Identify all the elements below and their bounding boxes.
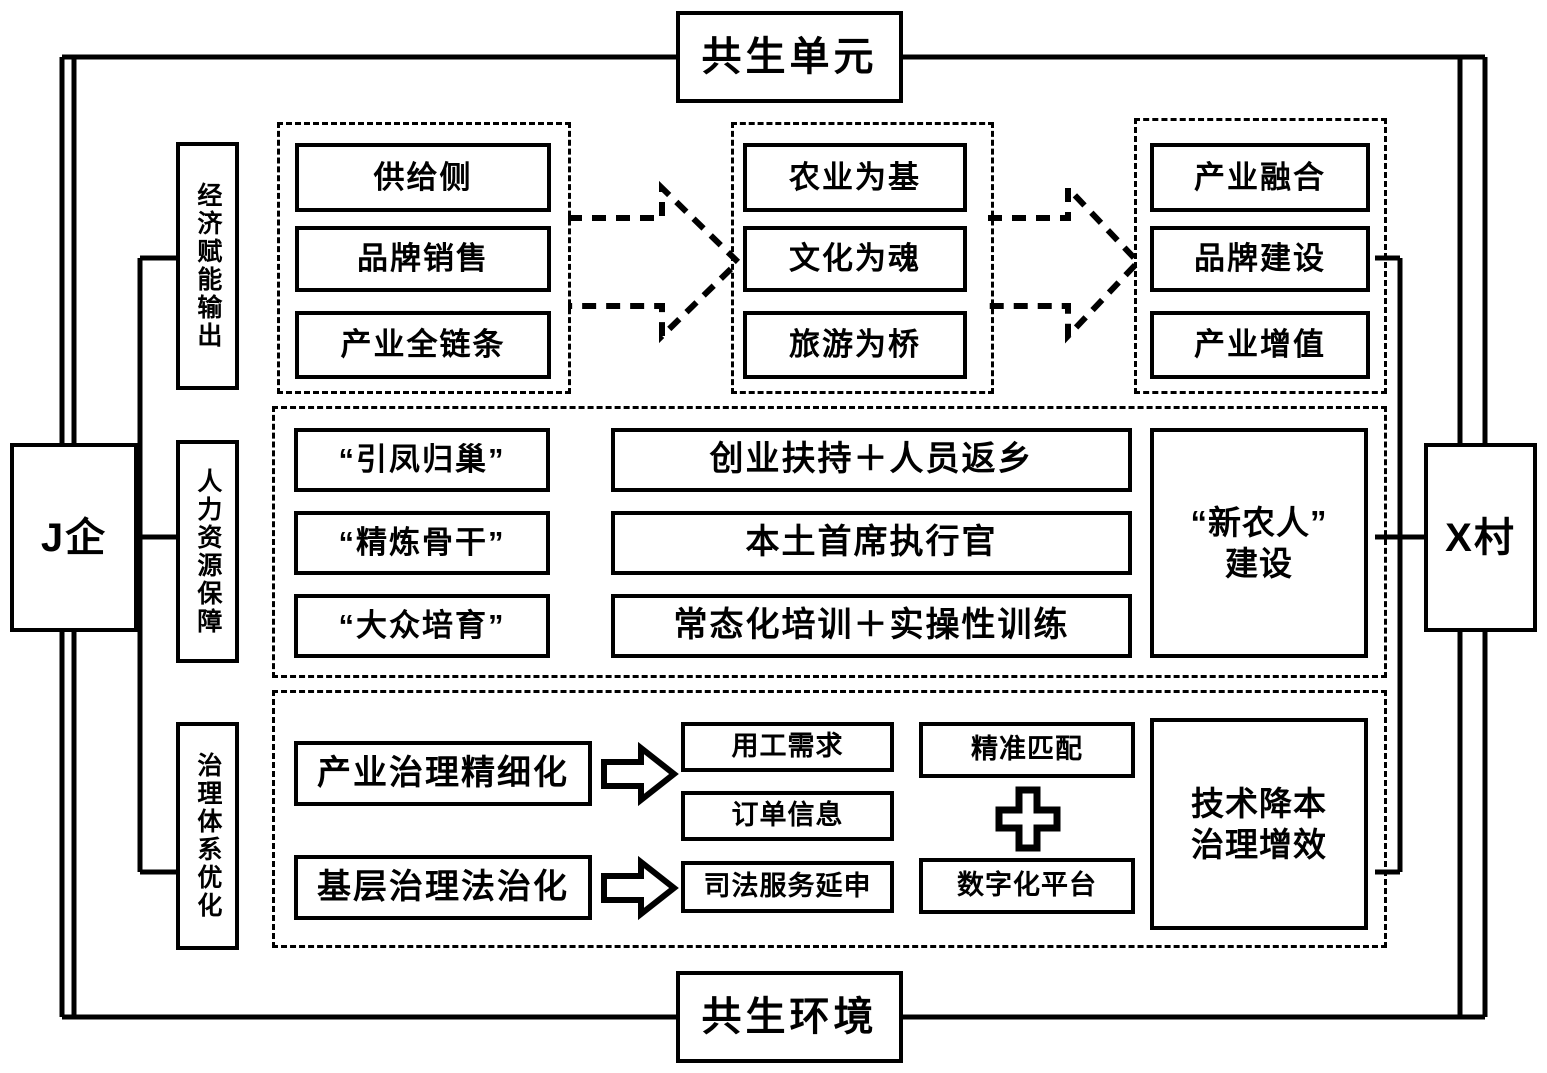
side-label-human-resource: 人力资源保障 [176,440,239,663]
side-label-economic-empowerment: 经济赋能输出 [176,142,239,390]
governance-plus-icon [995,786,1061,857]
governance-arrow-2-icon [601,855,679,921]
human-row-dashed-frame [272,406,1387,678]
human-outcome-new-farmer: “新农人” 建设 [1150,428,1368,658]
governance-col1-item-1: 基层治理法治化 [294,855,592,920]
side-label-governance-optimization: 治理体系优化 [176,722,239,950]
anchor-right-village: X村 [1424,443,1537,632]
economic-g2-item-1: 文化为魂 [743,226,967,292]
economic-group1-dashed-frame [277,122,571,394]
anchor-left-enterprise: J企 [10,443,138,632]
economic-g1-item-0: 供给侧 [295,143,551,212]
governance-arrow-1-icon [601,741,679,807]
economic-g3-item-1: 品牌建设 [1150,226,1370,292]
economic-g3-item-0: 产业融合 [1150,143,1370,212]
human-col1-item-2: “大众培育” [294,594,550,658]
title-bottom-symbiotic-environment: 共生环境 [676,971,903,1063]
title-top-symbiotic-unit: 共生单元 [676,11,903,103]
human-col2-item-0: 创业扶持＋人员返乡 [611,428,1132,492]
economic-g3-item-2: 产业增值 [1150,311,1370,379]
human-col1-item-1: “精炼骨干” [294,511,550,575]
human-outcome-line2: 建设 [1225,545,1293,582]
governance-row-dashed-frame [272,690,1387,948]
economic-g2-item-2: 旅游为桥 [743,311,967,379]
economic-g1-item-1: 品牌销售 [295,226,551,292]
human-col2-item-2: 常态化培训＋实操性训练 [611,594,1132,658]
economic-dashed-arrow-2-icon [986,180,1143,344]
governance-col2-item-2: 司法服务延申 [681,861,894,913]
governance-col1-item-0: 产业治理精细化 [294,741,592,806]
economic-g1-item-2: 产业全链条 [295,311,551,379]
governance-precise-matching: 精准匹配 [919,722,1135,778]
human-col1-item-0: “引凤归巢” [294,428,550,492]
economic-g2-item-0: 农业为基 [743,143,967,212]
governance-outcome-line2: 治理增效 [1191,826,1327,863]
human-outcome-line1: “新农人” [1190,503,1328,541]
governance-col2-item-0: 用工需求 [681,722,894,772]
economic-dashed-arrow-1-icon [566,180,743,344]
governance-col2-item-1: 订单信息 [681,791,894,841]
human-col2-item-1: 本土首席执行官 [611,511,1132,575]
governance-outcome-line1: 技术降本 [1191,784,1327,822]
governance-outcome-tech-cost-efficiency: 技术降本 治理增效 [1150,718,1368,930]
governance-digital-platform: 数字化平台 [919,858,1135,914]
